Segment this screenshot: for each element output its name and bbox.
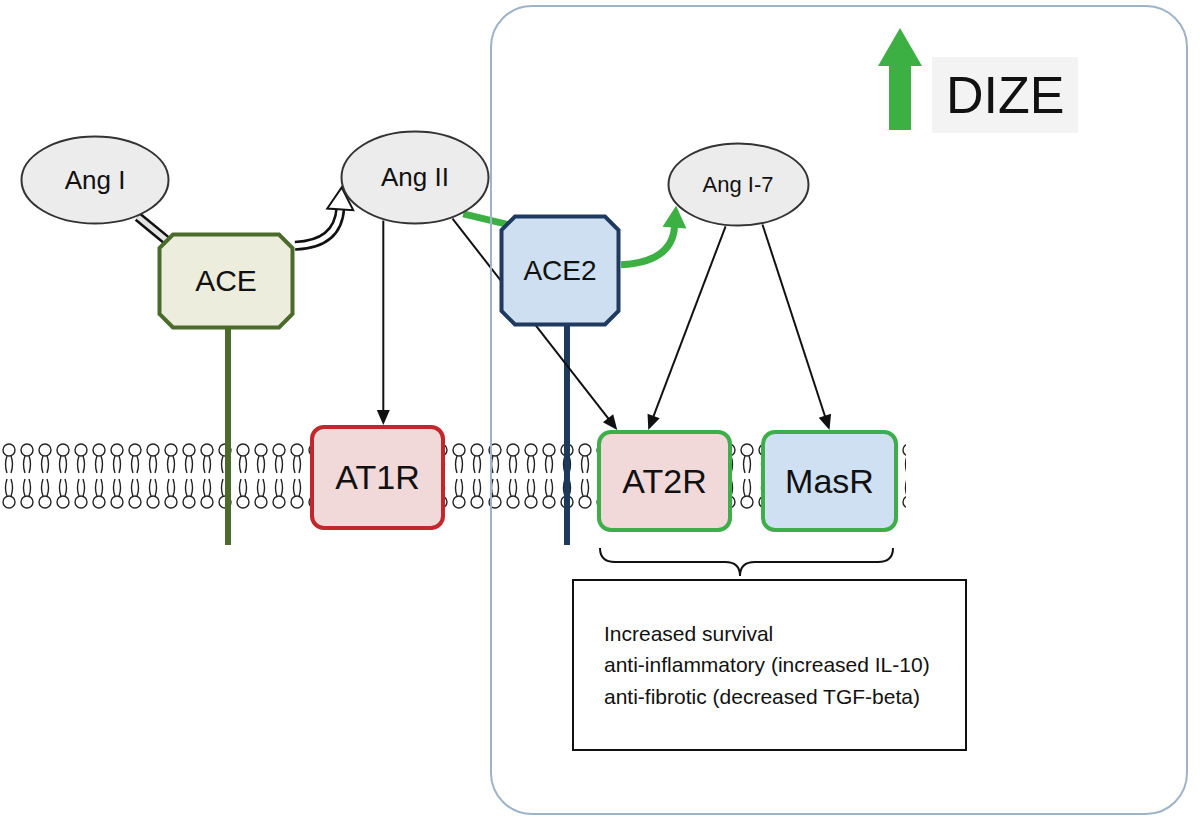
- drug-label: DIZE: [932, 57, 1078, 133]
- arrowhead: [377, 410, 390, 425]
- node-label: AT1R: [335, 458, 419, 497]
- connector: [648, 226, 726, 430]
- node-label: Ang I-7: [703, 172, 774, 198]
- peptide-ellipse: Ang II: [340, 130, 490, 225]
- increase-arrow: [878, 28, 922, 130]
- receptor-box: MasR: [761, 430, 898, 532]
- receptor-box: AT1R: [310, 425, 445, 530]
- peptide-ellipse: Ang I: [20, 135, 170, 225]
- enzyme-box: ACE2: [499, 214, 621, 327]
- node-label: ACE: [195, 264, 257, 298]
- node-label: AT2R: [622, 462, 706, 501]
- ellipse-outline: [22, 137, 169, 224]
- connector: [377, 221, 390, 425]
- peptide-ellipse: Ang I-7: [667, 142, 810, 227]
- cut-corner-outline: [502, 217, 619, 325]
- connector: [295, 187, 353, 245]
- node-label: Ang II: [381, 162, 449, 193]
- connector-line: [621, 227, 675, 265]
- effect-text: anti-inflammatory (increased IL-10): [604, 649, 935, 681]
- arrowhead: [819, 414, 831, 430]
- enzyme-box: ACE: [157, 232, 295, 330]
- arrowhead: [603, 414, 617, 430]
- node-label: Ang I: [65, 165, 126, 196]
- drug-effect-region: DIZE Ang I-7ACE2AT2R MasR Increased surviva…: [490, 5, 1188, 815]
- arrowhead: [648, 414, 660, 430]
- connector-line: [653, 226, 725, 417]
- node-label: MasR: [785, 462, 874, 501]
- connector: [463, 214, 511, 225]
- ace2-stem: [564, 320, 570, 545]
- ellipse-outline: [668, 144, 808, 226]
- connector-line: [762, 224, 825, 416]
- receptor-box: AT2R: [597, 430, 732, 532]
- ace-stem: [225, 325, 231, 545]
- effect-text: Increased survival: [604, 618, 935, 650]
- connector-core: [295, 208, 340, 245]
- connector: [621, 206, 686, 265]
- connector: [762, 224, 831, 430]
- connector-line: [463, 214, 511, 225]
- node-label: ACE2: [523, 255, 596, 287]
- ellipse-outline: [342, 132, 489, 224]
- cut-corner-outline: [160, 235, 293, 328]
- connector-outline: [295, 208, 340, 245]
- effects-bracket: [600, 548, 893, 576]
- effect-text: anti-fibrotic (decreased TGF-beta): [604, 681, 935, 713]
- effects-box: Increased survivalanti-inflammatory (inc…: [572, 579, 967, 751]
- connector-line: [382, 221, 384, 411]
